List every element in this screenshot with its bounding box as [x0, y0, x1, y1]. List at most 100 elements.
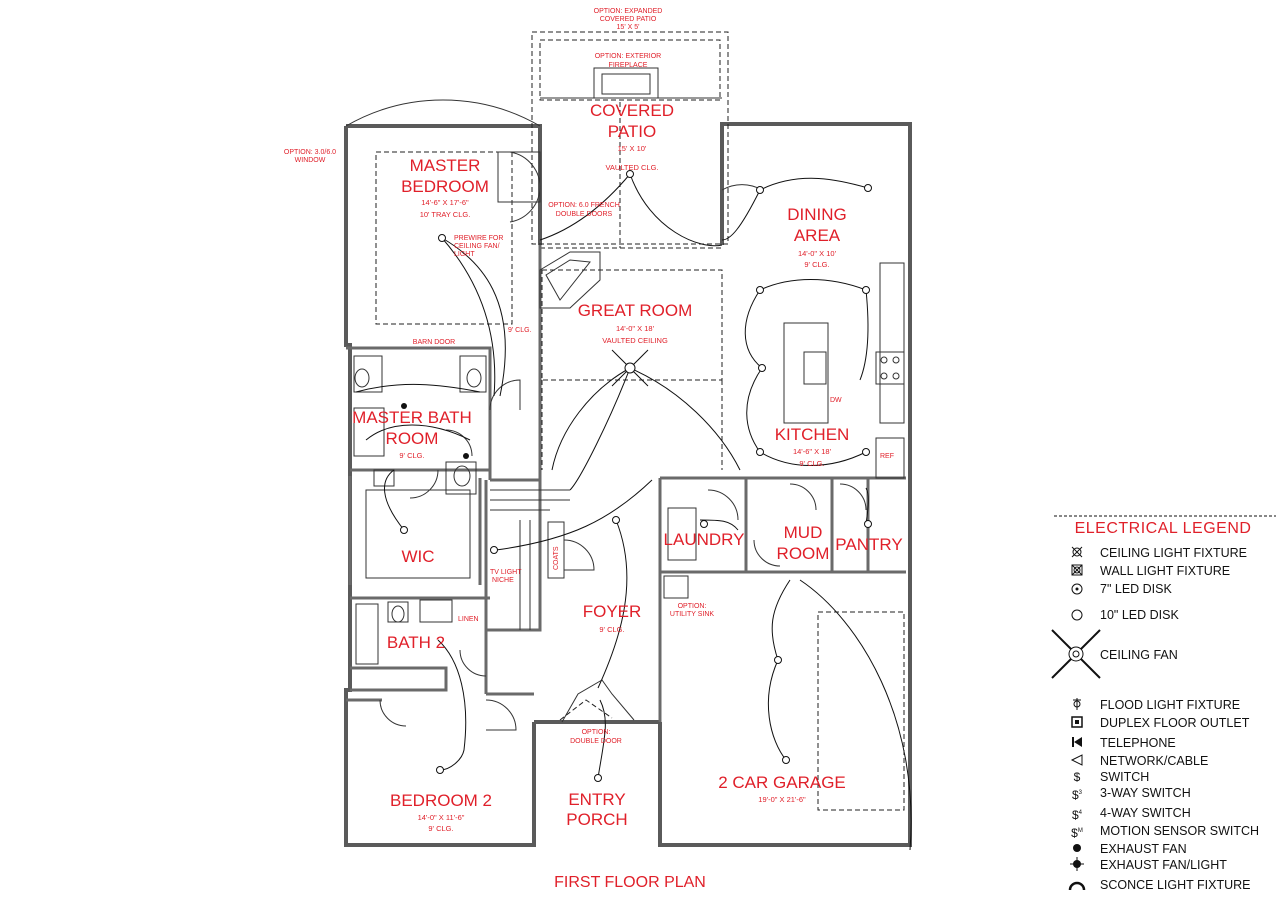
svg-text:DOUBLE DOOR: DOUBLE DOOR: [570, 738, 622, 745]
legend-item: DUPLEX FLOOR OUTLET: [1054, 714, 1276, 732]
svg-text:9' CLG.: 9' CLG.: [428, 824, 453, 833]
legend-item: $M MOTION SENSOR SWITCH: [1054, 822, 1276, 840]
legend-item-label: WALL LIGHT FIXTURE: [1100, 564, 1231, 578]
svg-text:WINDOW: WINDOW: [295, 157, 326, 164]
led-disk-7-icon: [1062, 580, 1092, 598]
legend-item: CEILING FAN: [1051, 629, 1276, 679]
legend-title: ELECTRICAL LEGEND: [1074, 520, 1252, 537]
label-bath-2: BATH 2: [387, 633, 445, 652]
svg-text:14'-6" X 17'-6": 14'-6" X 17'-6": [421, 198, 469, 207]
label-covered-patio: COVERED: [590, 101, 674, 120]
legend-item-label: 10" LED DISK: [1100, 608, 1179, 622]
legend-item: SCONCE LIGHT FIXTURE: [1054, 876, 1276, 894]
option-notes: OPTION: EXPANDED COVERED PATIO 15' X 5' …: [284, 8, 894, 745]
legend-item: $ SWITCH: [1054, 768, 1276, 786]
legend-item-label: SWITCH: [1100, 770, 1150, 784]
label-entry-porch: ENTRY: [568, 790, 625, 809]
switch-3way-icon: $3: [1071, 788, 1083, 802]
svg-text:ROOM: ROOM: [386, 429, 439, 448]
label-kitchen: KITCHEN: [775, 425, 850, 444]
legend-item-label: EXHAUST FAN/LIGHT: [1100, 858, 1227, 872]
legend-item-label: TELEPHONE: [1100, 736, 1176, 750]
svg-text:VAULTED CEILING: VAULTED CEILING: [602, 336, 668, 345]
sconce-icon: [1062, 876, 1092, 894]
svg-text:14'-0" X 10': 14'-0" X 10': [798, 249, 837, 258]
fixtures: [400, 170, 872, 782]
motion-switch-icon: $M: [1071, 826, 1083, 840]
exhaust-fan-light-icon: [1062, 856, 1092, 874]
svg-text:14'-0" X 18': 14'-0" X 18': [616, 324, 655, 333]
legend-item: EXHAUST FAN: [1054, 840, 1276, 858]
legend-item-label: FLOOD LIGHT FIXTURE: [1100, 698, 1241, 712]
label-mud-room: MUD: [784, 523, 823, 542]
note-barn-door: BARN DOOR: [413, 339, 455, 346]
svg-text:14'-0" X 11'-6": 14'-0" X 11'-6": [418, 813, 465, 822]
svg-text:NICHE: NICHE: [492, 577, 514, 584]
electrical-legend: ELECTRICAL LEGEND CEILING LIGHT FIXTURE W…: [1051, 514, 1276, 900]
plan-details: [353, 151, 905, 811]
svg-text:9' CLG.: 9' CLG.: [599, 625, 624, 634]
legend-item-label: CEILING LIGHT FIXTURE: [1100, 546, 1248, 560]
svg-text:COVERED PATIO: COVERED PATIO: [600, 16, 657, 23]
legend-item: 7" LED DISK: [1054, 580, 1276, 598]
label-foyer: FOYER: [583, 602, 642, 621]
duplex-outlet-icon: [1062, 714, 1092, 732]
label-wic: WIC: [401, 547, 434, 566]
label-bedroom-2: BEDROOM 2: [390, 791, 492, 810]
wall-light-icon: [1062, 562, 1092, 580]
legend-item: $4 4-WAY SWITCH: [1054, 804, 1276, 822]
svg-text:ROOM: ROOM: [777, 544, 830, 563]
label-dining-area: DINING: [787, 205, 847, 224]
svg-text:9' CLG.: 9' CLG.: [804, 260, 829, 269]
legend-item-label: MOTION SENSOR SWITCH: [1100, 824, 1260, 838]
legend-item-label: SCONCE LIGHT FIXTURE: [1100, 878, 1251, 892]
svg-text:15' X 10': 15' X 10': [618, 144, 647, 153]
legend-item-label: 3-WAY SWITCH: [1100, 786, 1191, 800]
led-disk-10-icon: [1062, 606, 1092, 624]
svg-text:9' CLG.: 9' CLG.: [399, 451, 424, 460]
legend-item-label: 7" LED DISK: [1100, 582, 1172, 596]
note-expanded-patio: OPTION: EXPANDED: [594, 8, 663, 15]
floor-plan: OPTION: EXPANDED COVERED PATIO 15' X 5' …: [284, 8, 912, 851]
legend-item-label: 4-WAY SWITCH: [1100, 806, 1191, 820]
svg-text:LIGHT: LIGHT: [454, 251, 475, 258]
note-prewire: PREWIRE FOR: [454, 235, 503, 242]
svg-text:10' TRAY CLG.: 10' TRAY CLG.: [420, 210, 471, 219]
svg-text:DOUBLE DOORS: DOUBLE DOORS: [556, 211, 613, 218]
legend-item-label: EXHAUST FAN: [1100, 842, 1187, 856]
plan-title: FIRST FLOOR PLAN: [554, 874, 706, 891]
interior-walls: [346, 245, 906, 722]
label-master-bath: MASTER BATH: [352, 408, 472, 427]
label-pantry: PANTRY: [835, 535, 902, 554]
legend-item: 10" LED DISK: [1054, 606, 1276, 624]
svg-text:VAULTED CLG.: VAULTED CLG.: [605, 163, 658, 172]
ceiling-fan-icon: [1048, 626, 1104, 682]
wiring: [355, 173, 912, 851]
ceiling-fan-great-room: [611, 349, 649, 387]
patio-outline: [531, 31, 729, 249]
legend-item: EXHAUST FAN/LIGHT: [1054, 856, 1276, 874]
note-utility-sink: OPTION:: [678, 603, 707, 610]
svg-text:9' CLG.: 9' CLG.: [799, 459, 824, 468]
ceiling-light-icon: [1062, 544, 1092, 562]
legend-item: FLOOD LIGHT FIXTURE: [1054, 696, 1276, 714]
telephone-icon: [1062, 734, 1092, 752]
svg-text:BEDROOM: BEDROOM: [401, 177, 489, 196]
label-garage: 2 CAR GARAGE: [718, 773, 846, 792]
label-master-bedroom: MASTER: [410, 156, 481, 175]
label-great-room: GREAT ROOM: [578, 301, 693, 320]
note-tv-niche: TV LIGHT: [490, 569, 522, 576]
svg-text:CEILING FAN/: CEILING FAN/: [454, 243, 500, 250]
label-laundry: LAUNDRY: [664, 530, 745, 549]
switch-4way-icon: $4: [1071, 808, 1083, 822]
legend-item: $3 3-WAY SWITCH: [1054, 784, 1276, 802]
legend-item: WALL LIGHT FIXTURE: [1054, 562, 1276, 580]
note-fireplace: OPTION: EXTERIOR: [595, 53, 662, 60]
legend-item-label: DUPLEX FLOOR OUTLET: [1100, 716, 1250, 730]
note-french-doors: OPTION: 6.0 FRENCH: [548, 202, 620, 209]
exhaust-fan-icon: [1062, 840, 1092, 858]
note-dw: DW: [830, 397, 842, 404]
svg-text:PATIO: PATIO: [608, 122, 657, 141]
legend-item: CEILING LIGHT FIXTURE: [1054, 544, 1276, 562]
switch-icon: $: [1073, 770, 1081, 784]
